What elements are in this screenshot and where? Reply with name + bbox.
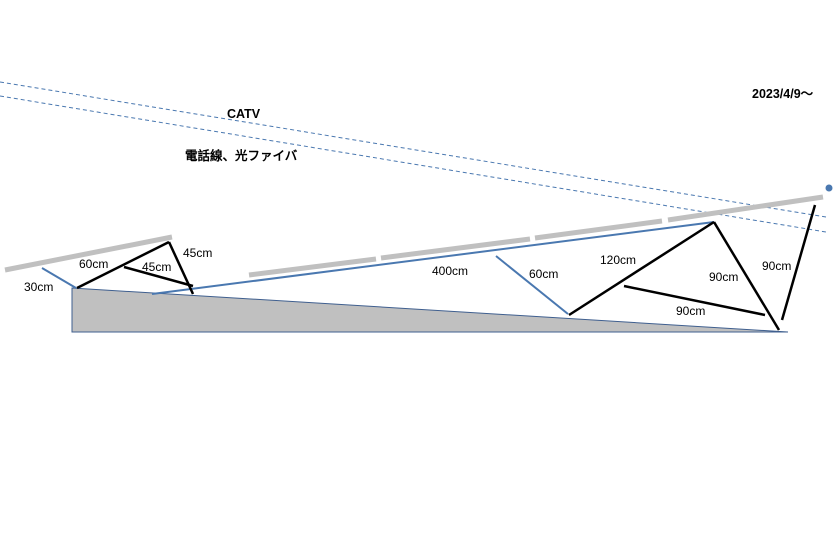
label-right-lower: 60cm bbox=[529, 267, 558, 281]
phone-fiber-cable bbox=[0, 95, 827, 233]
label-left-mid: 60cm bbox=[79, 257, 108, 271]
left-blue-line bbox=[41, 267, 77, 289]
main-rail-segment-4 bbox=[667, 194, 824, 223]
left-member-60 bbox=[76, 240, 170, 290]
catv-cable bbox=[0, 81, 827, 218]
label-right-inner-v: 90cm bbox=[709, 270, 738, 284]
left-member-45-inner bbox=[123, 265, 194, 288]
main-rail-segment-1 bbox=[248, 256, 377, 278]
label-main-span: 400cm bbox=[432, 264, 468, 278]
rail-end-point bbox=[825, 184, 833, 192]
label-right-diagonal: 120cm bbox=[600, 253, 636, 267]
right-member-90-vertical bbox=[712, 221, 781, 331]
label-left-lower: 30cm bbox=[24, 280, 53, 294]
ground-slope bbox=[71, 287, 789, 333]
right-blue-line bbox=[495, 255, 569, 315]
label-right-outer: 90cm bbox=[762, 259, 791, 273]
left-rail bbox=[4, 234, 173, 273]
right-member-90-horizontal bbox=[623, 284, 766, 317]
main-rail-segment-3 bbox=[534, 218, 663, 241]
catv-label: CATV bbox=[227, 107, 261, 121]
label-left-inner: 45cm bbox=[142, 260, 171, 274]
date-label: 2023/4/9～ bbox=[752, 87, 814, 101]
label-right-inner-h: 90cm bbox=[676, 304, 705, 318]
main-rail-segment-2 bbox=[380, 236, 531, 261]
right-member-90-outer bbox=[780, 204, 817, 321]
main-blue-line bbox=[151, 221, 715, 295]
phone-fiber-label: 電話線、光ファイバ bbox=[185, 148, 298, 163]
label-left-upper: 45cm bbox=[183, 246, 212, 260]
right-member-120 bbox=[568, 220, 715, 317]
